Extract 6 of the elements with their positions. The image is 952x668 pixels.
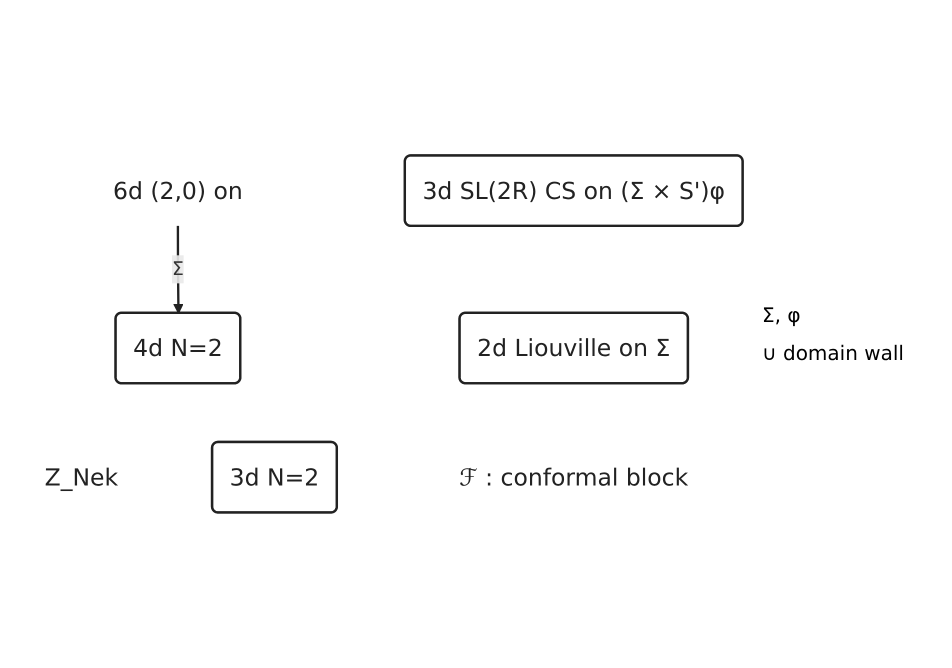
edge-label: Σ [172,258,184,280]
node-label: Z_Nek [44,463,118,492]
annotation-text: ∪ domain wall [762,341,905,365]
node-label: ℱ : conformal block [459,463,688,492]
annotation-text: Σ, φ [762,303,802,327]
node-text: 6d (2,0) on [113,176,243,205]
